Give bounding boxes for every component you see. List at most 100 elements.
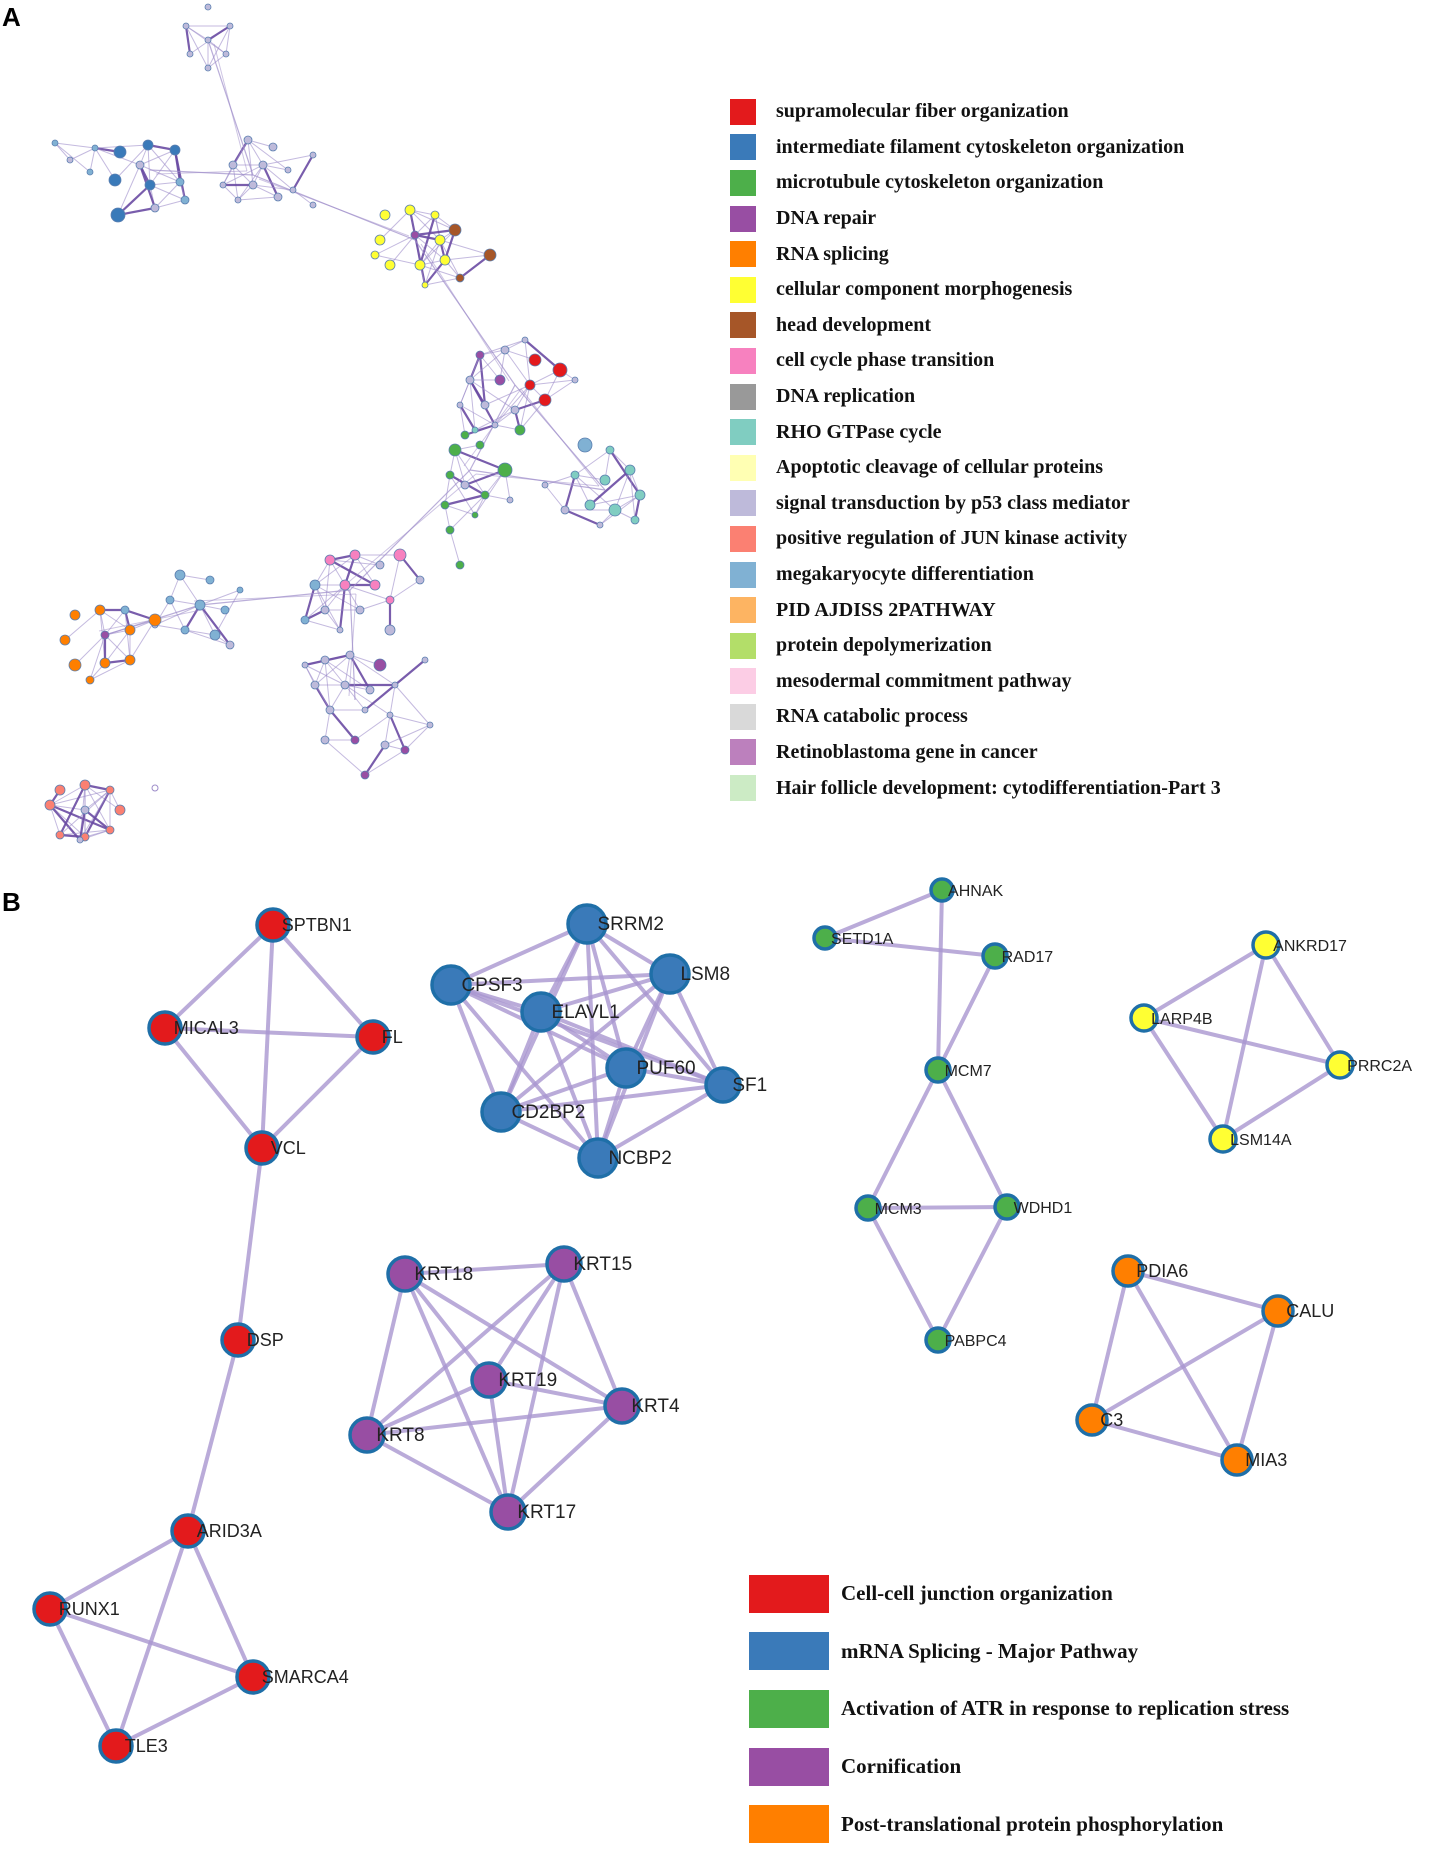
term-node (79, 779, 91, 791)
term-bridge-edge (348, 593, 357, 697)
term-node (91, 144, 99, 152)
legend-a-label: supramolecular fiber organization (776, 100, 1069, 123)
term-edge (469, 349, 506, 381)
term-node (524, 379, 536, 391)
term-node (599, 474, 611, 486)
term-edge (364, 749, 406, 776)
term-node (445, 470, 455, 480)
term-bridge-edge (343, 473, 477, 587)
term-node (174, 569, 186, 581)
gene-edge (260, 924, 275, 1149)
term-node (51, 139, 59, 147)
legend-a-label: megakaryocyte differentiation (776, 563, 1034, 586)
term-edge (237, 196, 279, 201)
term-edge (329, 709, 356, 741)
gene-label: ARID3A (197, 1521, 262, 1541)
gene-edge (365, 1262, 566, 1437)
term-node (421, 656, 429, 664)
gene-edge (506, 1404, 624, 1514)
term-node (514, 424, 526, 436)
legend-b-swatch (749, 1632, 829, 1671)
gene-label: ANKRD17 (1273, 938, 1347, 955)
gene-label: ELAVL1 (551, 1002, 619, 1023)
term-node (445, 525, 455, 535)
legend-a-swatch (730, 169, 756, 196)
gene-node (1111, 1254, 1145, 1288)
gene-label: LSM8 (680, 964, 730, 985)
term-node (320, 605, 330, 615)
term-node (336, 626, 344, 634)
gene-edge (115, 1675, 254, 1748)
term-node (455, 273, 465, 283)
term-edge (179, 574, 201, 606)
term-node (552, 362, 568, 378)
term-node (494, 374, 506, 386)
term-bridge-edge (213, 43, 248, 172)
legend-a-swatch (730, 703, 756, 730)
term-node (234, 196, 242, 204)
term-edge (389, 714, 431, 726)
gene-edge (487, 1379, 510, 1513)
gene-label: PRRC2A (1347, 1058, 1412, 1075)
legend-b-label: Post-translational protein phosphorylati… (841, 1811, 1224, 1836)
term-node (186, 50, 194, 58)
term-edge (154, 199, 186, 209)
gene-edge (585, 923, 600, 1159)
term-node (340, 680, 350, 690)
gene-edge (500, 1066, 627, 1114)
term-edge (384, 724, 431, 746)
term-node (204, 64, 212, 72)
term-edge (207, 25, 231, 69)
term-node (471, 511, 479, 519)
legend-b-swatch (749, 1689, 829, 1728)
gene-node (147, 1010, 183, 1046)
legend-a-label: positive regulation of JUN kinase activi… (776, 527, 1128, 550)
term-node (439, 254, 451, 266)
legend-a-item: RNA splicing (730, 236, 1221, 272)
gene-node (993, 1193, 1021, 1221)
term-edge (524, 339, 531, 386)
gene-edge (824, 888, 943, 940)
gene-node (1261, 1294, 1295, 1328)
legend-a-item: Retinoblastoma gene in cancer (730, 735, 1221, 771)
gene-label: LSM14A (1230, 1132, 1292, 1149)
term-edge (185, 25, 209, 69)
legend-a-label: PID AJDISS 2PATHWAY (776, 598, 996, 621)
term-edge (374, 234, 416, 256)
term-node (426, 721, 434, 729)
legend-a-label: cell cycle phase transition (776, 349, 995, 372)
gene-edge (114, 1530, 190, 1747)
gene-edge (500, 1083, 724, 1114)
legend-a-label: RNA splicing (776, 242, 889, 265)
term-node (430, 210, 440, 220)
term-node (480, 400, 490, 410)
gene-edge (936, 1206, 1009, 1341)
legend-a-label: DNA replication (776, 385, 916, 408)
legend-a-item: mesodermal commitment pathway (730, 664, 1221, 700)
term-edge (314, 654, 351, 686)
gene-node (220, 1322, 256, 1358)
legend-a-item: megakaryocyte differentiation (730, 557, 1221, 593)
term-edge (574, 474, 616, 511)
term-edge (449, 474, 476, 516)
legend-a-swatch (730, 134, 756, 161)
term-node (59, 634, 71, 646)
term-bridge-edge (155, 170, 248, 175)
term-edge (389, 579, 421, 601)
legend-a-item: DNA replication (730, 379, 1221, 415)
gene-node (603, 1387, 641, 1425)
term-edge (304, 664, 346, 686)
term-edge (173, 149, 187, 201)
term-edge (69, 147, 96, 161)
term-node (289, 186, 297, 194)
term-edge (84, 809, 111, 831)
term-edge (184, 25, 192, 55)
term-edge (114, 144, 149, 181)
gene-edge (164, 1026, 374, 1039)
term-edge (252, 184, 279, 198)
legend-a-label: intermediate filament cytoskeleton organ… (776, 135, 1185, 158)
term-node (66, 156, 74, 164)
legend-b-item: Cell-cell junction organization (749, 1565, 1289, 1623)
